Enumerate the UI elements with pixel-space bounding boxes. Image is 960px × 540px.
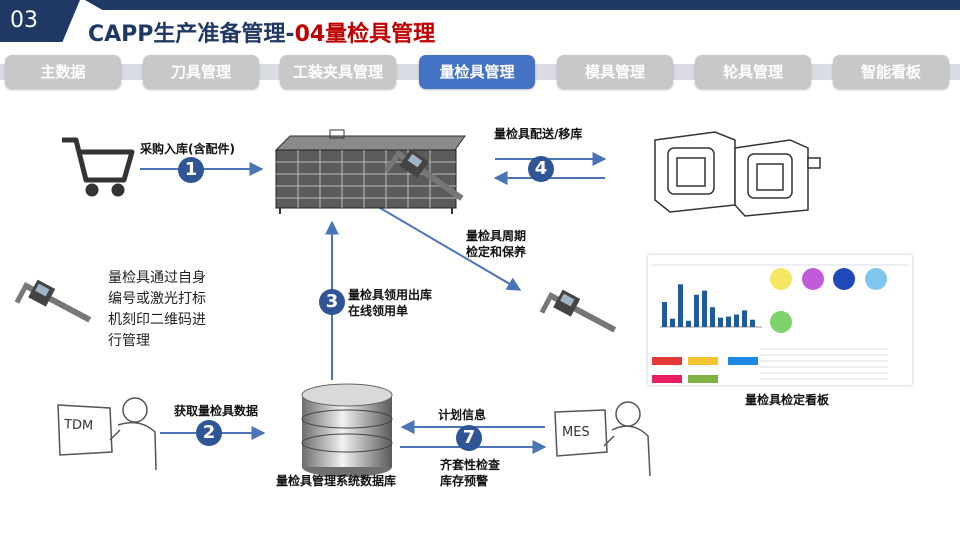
status-tag [688, 357, 718, 365]
note-line: 机刻印二维码进 [108, 312, 206, 328]
step3-label-line1: 量检具领用出库 [348, 288, 433, 302]
arrow-calibration [374, 204, 522, 291]
status-tags [652, 357, 758, 383]
gauge-cabinet-icon [274, 129, 466, 214]
status-tag [652, 375, 682, 383]
status-circle [770, 311, 792, 333]
shopping-cart-icon [62, 137, 135, 197]
note-line: 编号或激光打标 [108, 291, 206, 307]
mes-monitor-icon [554, 401, 651, 477]
status-tag [652, 357, 682, 365]
bar [662, 302, 667, 327]
step4-label: 量检具配送/移库 [494, 127, 583, 141]
tab-wheel-management[interactable]: 轮具管理 [695, 55, 811, 89]
step7-label-top: 计划信息 [438, 408, 487, 422]
note-line: 行管理 [108, 333, 150, 349]
machine-tool-icon [654, 131, 821, 217]
bar [702, 290, 707, 327]
step7-label-bottom-line2: 库存预警 [440, 474, 489, 488]
bar [670, 318, 675, 327]
step-circle-2: 2 [196, 420, 222, 446]
step3-label-line2: 在线领用单 [348, 304, 409, 318]
dashboard-table [760, 348, 888, 380]
status-tag [728, 357, 758, 365]
step2-label: 获取量检具数据 [174, 404, 259, 418]
database-label: 量检具管理系统数据库 [276, 474, 397, 488]
mes-label: MES [562, 425, 590, 440]
bar-chart [660, 284, 762, 328]
calibration-dashboard [648, 255, 912, 385]
bar [726, 316, 731, 327]
database-icon [301, 383, 393, 477]
calibration-label-line2: 检定和保养 [466, 245, 527, 259]
gauge-id-note: 量检具通过自身 编号或激光打标 机刻印二维码进 行管理 [108, 268, 206, 352]
bar [686, 320, 691, 327]
title-accent: 04量检具管理 [294, 22, 436, 47]
bar [742, 310, 747, 327]
bar [710, 307, 715, 327]
tab-fixture-management[interactable]: 工装夹具管理 [280, 55, 396, 89]
page-title: CAPP生产准备管理-04量检具管理 [88, 16, 435, 48]
tab-mold-management[interactable]: 模具管理 [557, 55, 673, 89]
section-number-badge: 03 [0, 0, 80, 42]
tab-tool-management[interactable]: 刀具管理 [143, 55, 259, 89]
bar [734, 314, 739, 327]
caliper-icon [384, 149, 464, 201]
tdm-label: TDM [63, 417, 94, 434]
tdm-monitor-icon [57, 397, 157, 471]
step-circle-1: 1 [178, 157, 204, 183]
caliper-icon [539, 289, 617, 333]
bar [694, 294, 699, 327]
tab-smart-board[interactable]: 智能看板 [833, 55, 949, 89]
status-circle [802, 268, 824, 290]
step7-label-bottom-line1: 齐套性检查 [440, 458, 501, 472]
status-circle [770, 268, 792, 290]
note-line: 量检具通过自身 [108, 270, 206, 286]
title-main: CAPP生产准备管理- [88, 22, 295, 47]
bar [718, 317, 723, 327]
calibration-label-line1: 量检具周期 [466, 229, 527, 243]
tab-master-data[interactable]: 主数据 [5, 55, 121, 89]
status-circle [865, 268, 887, 290]
step-circle-7: 7 [456, 425, 482, 451]
tab-gauge-management[interactable]: 量检具管理 [419, 55, 535, 89]
step-circle-4: 4 [528, 156, 554, 182]
bar [678, 284, 683, 327]
status-circle [833, 268, 855, 290]
header-bar [85, 0, 960, 10]
step-circle-3: 3 [319, 289, 345, 315]
dashboard-graphics [652, 264, 908, 383]
caliper-icon [14, 279, 92, 323]
status-circles [770, 268, 887, 333]
status-tag [688, 375, 718, 383]
bar [750, 319, 755, 327]
board-label: 量检具检定看板 [745, 393, 830, 407]
step1-label: 采购入库(含配件) [140, 142, 235, 156]
